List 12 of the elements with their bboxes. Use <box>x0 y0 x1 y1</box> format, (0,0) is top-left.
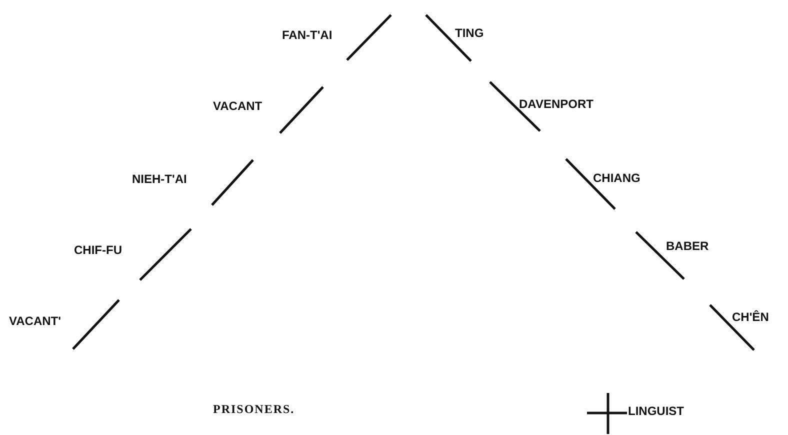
seat-label: VACANT' <box>9 314 61 328</box>
caption: PRISONERS. <box>213 402 295 416</box>
seat-label: BABER <box>666 239 709 253</box>
seat-label: CHIANG <box>593 171 640 185</box>
seat-label: FAN-T'AI <box>282 28 332 42</box>
seat-label: CH'ÊN <box>732 310 769 324</box>
seat-label: VACANT <box>213 99 262 113</box>
seat-label: DAVENPORT <box>519 97 594 111</box>
seat-label: CHIF-FU <box>74 243 122 257</box>
seat-label: NIEH-T'AI <box>132 172 187 186</box>
seat-label: LINGUIST <box>628 404 684 418</box>
seat-label: TING <box>455 26 484 40</box>
